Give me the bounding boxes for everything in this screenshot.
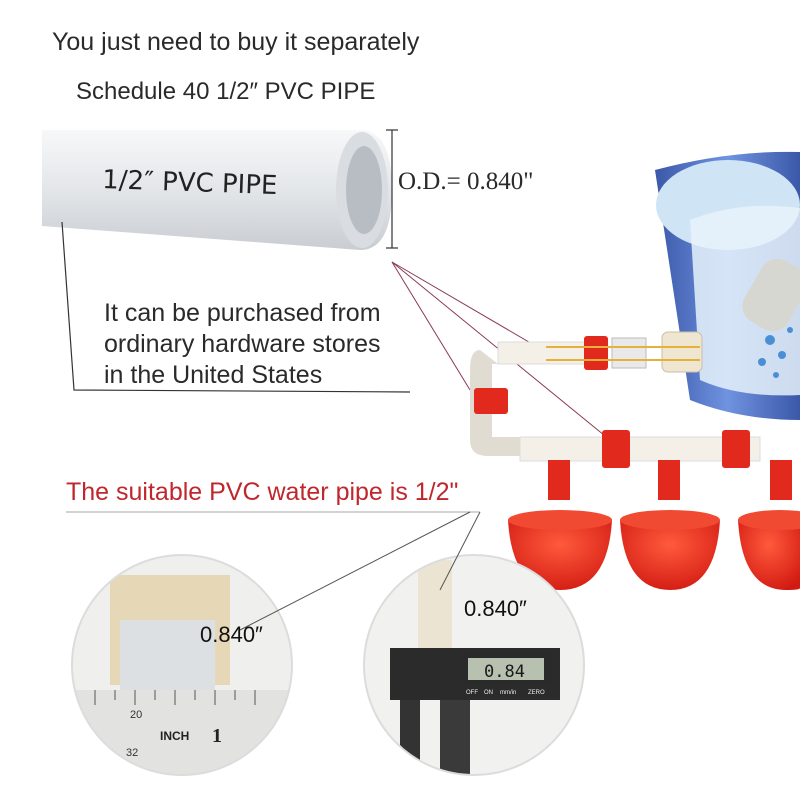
ruler-digit: 1	[212, 725, 222, 747]
pipe-print: 1/2″ PVC PIPE	[102, 165, 278, 201]
pvc-pipe	[42, 130, 392, 250]
caliper-closeup	[364, 555, 584, 775]
hardware-note: It can be purchased from ordinary hardwa…	[104, 298, 381, 391]
ruler-label: INCH	[160, 729, 189, 743]
suitable-pipe-note: The suitable PVC water pipe is 1/2"	[66, 478, 459, 506]
od-label: O.D.= 0.840"	[398, 168, 534, 195]
water-bucket	[655, 151, 800, 420]
caliper-button-off: OFF	[466, 690, 478, 696]
caliper-button-on: ON	[484, 690, 493, 696]
ruler-number-b: 32	[126, 747, 138, 759]
caliper-button-zero: ZERO	[528, 690, 545, 696]
dimension-right: 0.840″	[464, 596, 527, 621]
hardware-line-1: It can be purchased from	[104, 299, 381, 327]
hardware-line-3: in the United States	[104, 361, 323, 389]
caliper-display: 0.84	[484, 662, 525, 682]
closeup-frame-right	[363, 554, 585, 776]
ruler-number-a: 20	[130, 709, 142, 721]
pipe-assembly	[470, 331, 761, 468]
pointer-line-right	[439, 511, 481, 591]
pointer-line-left	[239, 511, 471, 631]
callout-bracket	[61, 221, 411, 393]
caliper-button-unit: mm/in	[500, 690, 516, 696]
headline: You just need to buy it separately	[52, 28, 420, 56]
hardware-line-2: ordinary hardware stores	[104, 330, 381, 358]
fitting-closeup	[72, 555, 292, 775]
closeup-frame-left	[71, 554, 293, 776]
subheadline: Schedule 40 1/2″ PVC PIPE	[76, 78, 376, 105]
dimension-left: 0.840″	[200, 622, 263, 647]
drinking-cups	[508, 460, 800, 590]
